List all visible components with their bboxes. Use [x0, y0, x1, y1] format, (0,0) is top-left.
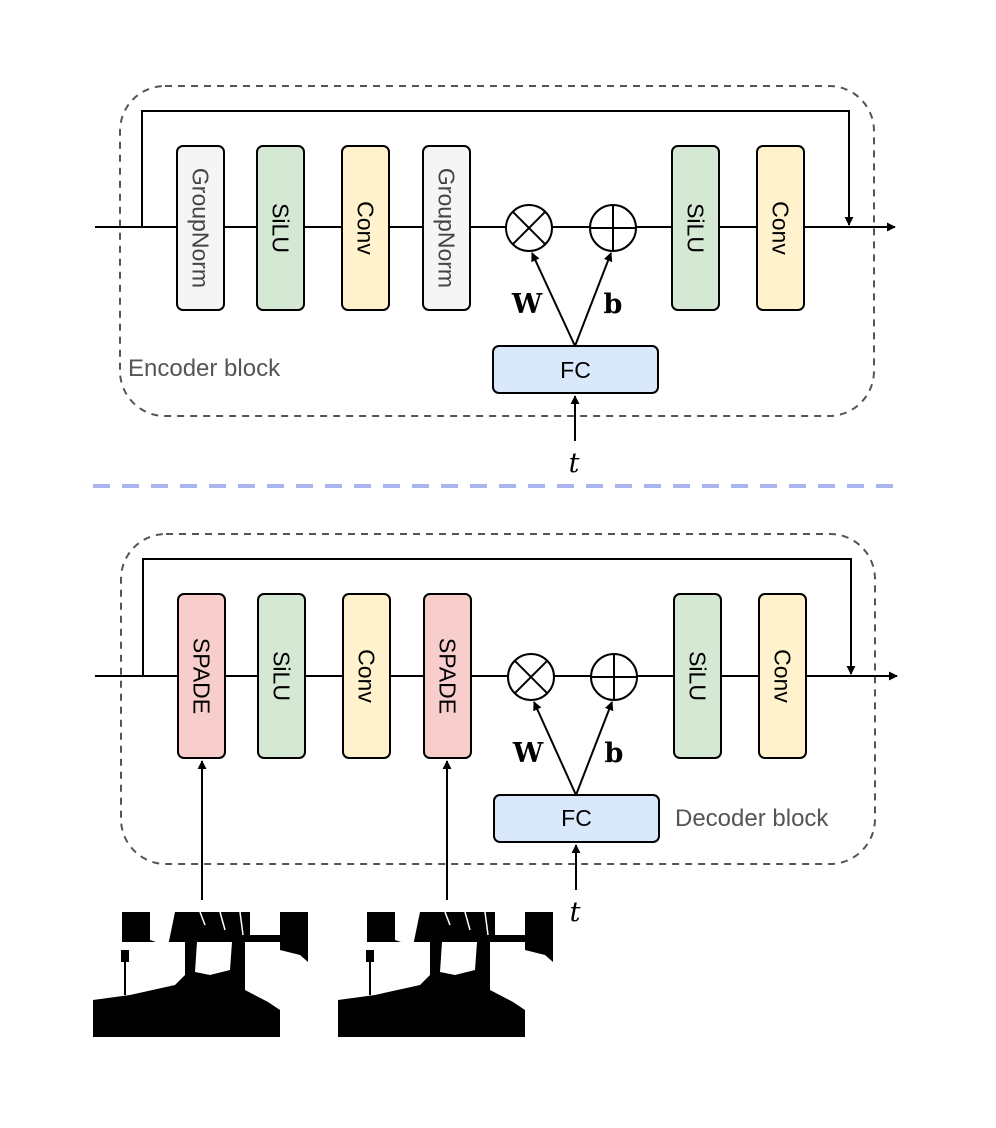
decoder-conv-1-box: Conv — [342, 593, 391, 759]
encoder-fc-label: FC — [560, 357, 591, 383]
decoder-conv-2-box: Conv — [758, 593, 807, 759]
segmentation-map-2 — [338, 911, 554, 1037]
encoder-silu-2-label: SiLU — [683, 203, 709, 253]
encoder-groupnorm-1-label: GroupNorm — [188, 168, 214, 288]
decoder-fc-label: FC — [561, 805, 592, 831]
decoder-spade-2-label: SPADE — [435, 638, 461, 714]
decoder-add-icon — [590, 653, 638, 701]
encoder-b-arrow — [574, 252, 613, 347]
encoder-conv-2-box: Conv — [756, 145, 805, 311]
encoder-block-border — [119, 85, 875, 417]
encoder-groupnorm-1-box: GroupNorm — [176, 145, 225, 311]
decoder-spade-2-box: SPADE — [423, 593, 472, 759]
decoder-b-label: b — [605, 738, 624, 769]
encoder-silu-1-label: SiLU — [268, 203, 294, 253]
encoder-groupnorm-2-label: GroupNorm — [434, 168, 460, 288]
decoder-spade-1-label: SPADE — [189, 638, 215, 714]
encoder-conv-2-label: Conv — [768, 201, 794, 255]
encoder-conv-1-box: Conv — [341, 145, 390, 311]
decoder-block: SPADE SiLU Conv SPADE SiLU Conv — [95, 533, 898, 928]
decoder-conv-2-label: Conv — [770, 649, 796, 703]
decoder-block-label: Decoder block — [675, 805, 829, 832]
encoder-add-icon — [589, 204, 637, 252]
encoder-silu-1-box: SiLU — [256, 145, 305, 311]
decoder-block-border — [120, 533, 876, 865]
encoder-w-arrow — [531, 252, 576, 347]
encoder-block-label: Encoder block — [128, 355, 281, 382]
decoder-fc-box: FC — [493, 794, 660, 843]
encoder-fc-box: FC — [492, 345, 659, 394]
encoder-multiply-icon — [505, 204, 553, 252]
encoder-groupnorm-2-box: GroupNorm — [422, 145, 471, 311]
decoder-silu-2-label: SiLU — [685, 651, 711, 701]
decoder-skip-connection — [142, 558, 856, 676]
decoder-spade-1-box: SPADE — [177, 593, 226, 759]
decoder-t-label: t — [570, 897, 581, 928]
decoder-w-arrow — [533, 701, 577, 796]
encoder-silu-2-box: SiLU — [671, 145, 720, 311]
decoder-silu-2-box: SiLU — [673, 593, 722, 759]
segmentation-map-1 — [93, 911, 309, 1037]
decoder-w-label: W — [512, 738, 544, 769]
encoder-block: GroupNorm SiLU Conv GroupNorm SiLU Conv — [95, 85, 896, 479]
decoder-silu-1-label: SiLU — [269, 651, 295, 701]
encoder-b-label: b — [604, 289, 623, 320]
decoder-silu-1-box: SiLU — [257, 593, 306, 759]
encoder-w-label: W — [511, 289, 543, 320]
encoder-conv-1-label: Conv — [353, 201, 379, 255]
decoder-multiply-icon — [507, 653, 555, 701]
encoder-t-label: t — [569, 448, 580, 479]
decoder-b-arrow — [575, 701, 614, 796]
encoder-skip-connection — [141, 110, 854, 227]
decoder-conv-1-label: Conv — [354, 649, 380, 703]
